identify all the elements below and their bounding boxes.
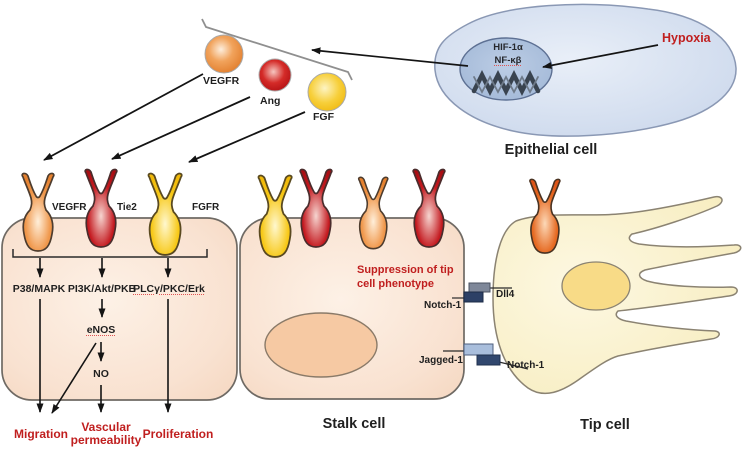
ligand-ang-sphere bbox=[258, 58, 292, 92]
notch1-receptor-block-top bbox=[463, 291, 484, 303]
tip-nucleus bbox=[561, 261, 631, 311]
suppression-annotation: Suppression of tip cell phenotype bbox=[357, 264, 454, 290]
outcome-vascular-permeability-label: Vascular permeability bbox=[70, 420, 142, 447]
ligand-vegf-label: VEGFR bbox=[203, 75, 240, 87]
hypoxia-arrow bbox=[542, 44, 659, 69]
ligand-ang-label: Ang bbox=[260, 95, 281, 107]
tip-notch1-label: Notch-1 bbox=[507, 360, 545, 371]
epithelial-cell-title: Epithelial cell bbox=[504, 142, 598, 158]
notch1-receptor-block-bottom bbox=[476, 354, 501, 366]
dll4-ligand-block bbox=[468, 282, 491, 293]
stalk-notch1-label: Notch-1 bbox=[424, 300, 462, 311]
epithelial-cell-group bbox=[434, 3, 737, 137]
pathway-pi3k-akt-pkb-label: PI3K/Akt/PKB bbox=[67, 283, 137, 295]
tip-dll4-label: Dll4 bbox=[496, 289, 515, 300]
tip-cell-title: Tip cell bbox=[580, 417, 630, 433]
vegfr-receptor-label: VEGFR bbox=[52, 202, 87, 213]
outcome-proliferation-label: Proliferation bbox=[142, 427, 214, 441]
receptor-bracket bbox=[12, 249, 208, 258]
secretion-arrow bbox=[311, 47, 469, 67]
tie2-receptor-icon bbox=[84, 168, 118, 248]
ligand-fgf-sphere bbox=[307, 72, 347, 112]
stalk-receptor-yellow-icon bbox=[257, 174, 293, 258]
junction-connector-lines bbox=[443, 287, 529, 370]
stalk-receptor-orange-icon bbox=[357, 176, 389, 250]
jagged1-ligand-block bbox=[463, 343, 494, 356]
stalk-receptor-red2-icon bbox=[412, 168, 446, 248]
hif1a-label: HIF-1α bbox=[493, 42, 523, 53]
fgfr-receptor-label: FGFR bbox=[192, 202, 220, 213]
outcome-migration-label: Migration bbox=[14, 427, 68, 441]
epithelial-nucleus bbox=[459, 37, 553, 101]
pathway-arrows bbox=[36, 258, 172, 414]
pathway-plc-pkc-erk-label: PLCγ/PKC/Erk bbox=[133, 283, 205, 295]
pathway-p38-mapk-label: P38/MAPK bbox=[12, 283, 66, 295]
nfkb-label: NF-κβ bbox=[494, 55, 522, 66]
fgfr-receptor-icon bbox=[147, 172, 183, 256]
stalk-cell-title: Stalk cell bbox=[322, 416, 386, 432]
epithelial-cell-shape bbox=[434, 3, 737, 137]
ligand-fgf-label: FGF bbox=[313, 111, 334, 123]
dna-helix-icon bbox=[471, 69, 541, 97]
stalk-receptor-red1-icon bbox=[299, 168, 333, 248]
ligand-vegf-sphere bbox=[204, 34, 244, 74]
stalk-nucleus bbox=[264, 312, 378, 378]
ligand-to-receptor-arrows bbox=[43, 73, 306, 163]
hypoxia-label: Hypoxia bbox=[662, 31, 711, 45]
tie2-receptor-label: Tie2 bbox=[117, 202, 137, 213]
endothelial-cell-shape bbox=[1, 217, 238, 401]
ligand-bracket bbox=[201, 18, 353, 81]
vegfr-receptor-icon bbox=[21, 172, 55, 252]
no-label: NO bbox=[93, 368, 109, 380]
enos-label: eNOS bbox=[86, 324, 116, 336]
stalk-jagged1-label: Jagged-1 bbox=[419, 355, 463, 366]
